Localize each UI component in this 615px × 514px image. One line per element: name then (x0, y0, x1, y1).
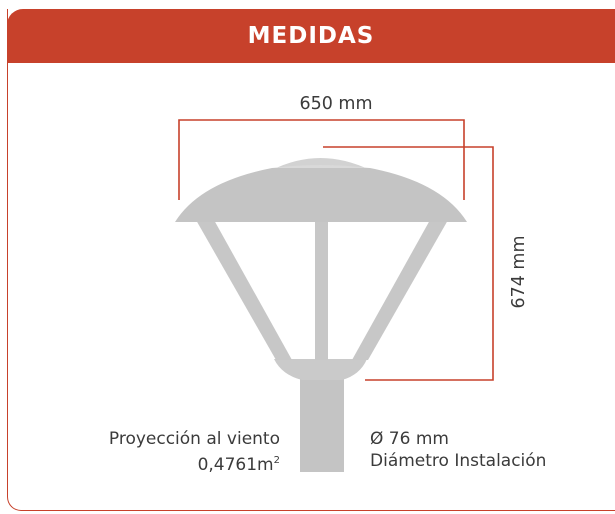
lamp-illustration (175, 158, 467, 472)
lamp-pole (300, 366, 344, 472)
lamp-right-arm (352, 220, 448, 360)
card-frame (7, 9, 615, 511)
lamp-shade-highlight (272, 165, 370, 168)
wind-projection-value: 0,4761m (197, 455, 274, 475)
lamp-base-collar (274, 359, 367, 380)
header-title: MEDIDAS (247, 23, 375, 49)
header-bar: MEDIDAS (7, 9, 615, 63)
width-dimension-line (178, 119, 465, 200)
wind-projection-label: Proyección al viento 0,4761m2 (109, 428, 280, 476)
diameter-caption: Diámetro Instalación (370, 451, 547, 471)
wind-projection-value-row: 0,4761m2 (109, 450, 280, 476)
width-label: 650 mm (299, 94, 373, 114)
diameter-value: Ø 76 mm (370, 429, 449, 449)
wind-projection-title: Proyección al viento (108, 429, 280, 449)
lamp-shade (175, 168, 467, 222)
height-dimension-line (323, 146, 494, 381)
height-label: 674 mm (509, 235, 529, 309)
lamp-left-arm (196, 220, 292, 360)
wind-projection-exponent: 2 (273, 455, 280, 466)
lamp-center-arm (315, 218, 328, 360)
diameter-label: Ø 76 mm Diámetro Instalación (370, 428, 546, 472)
